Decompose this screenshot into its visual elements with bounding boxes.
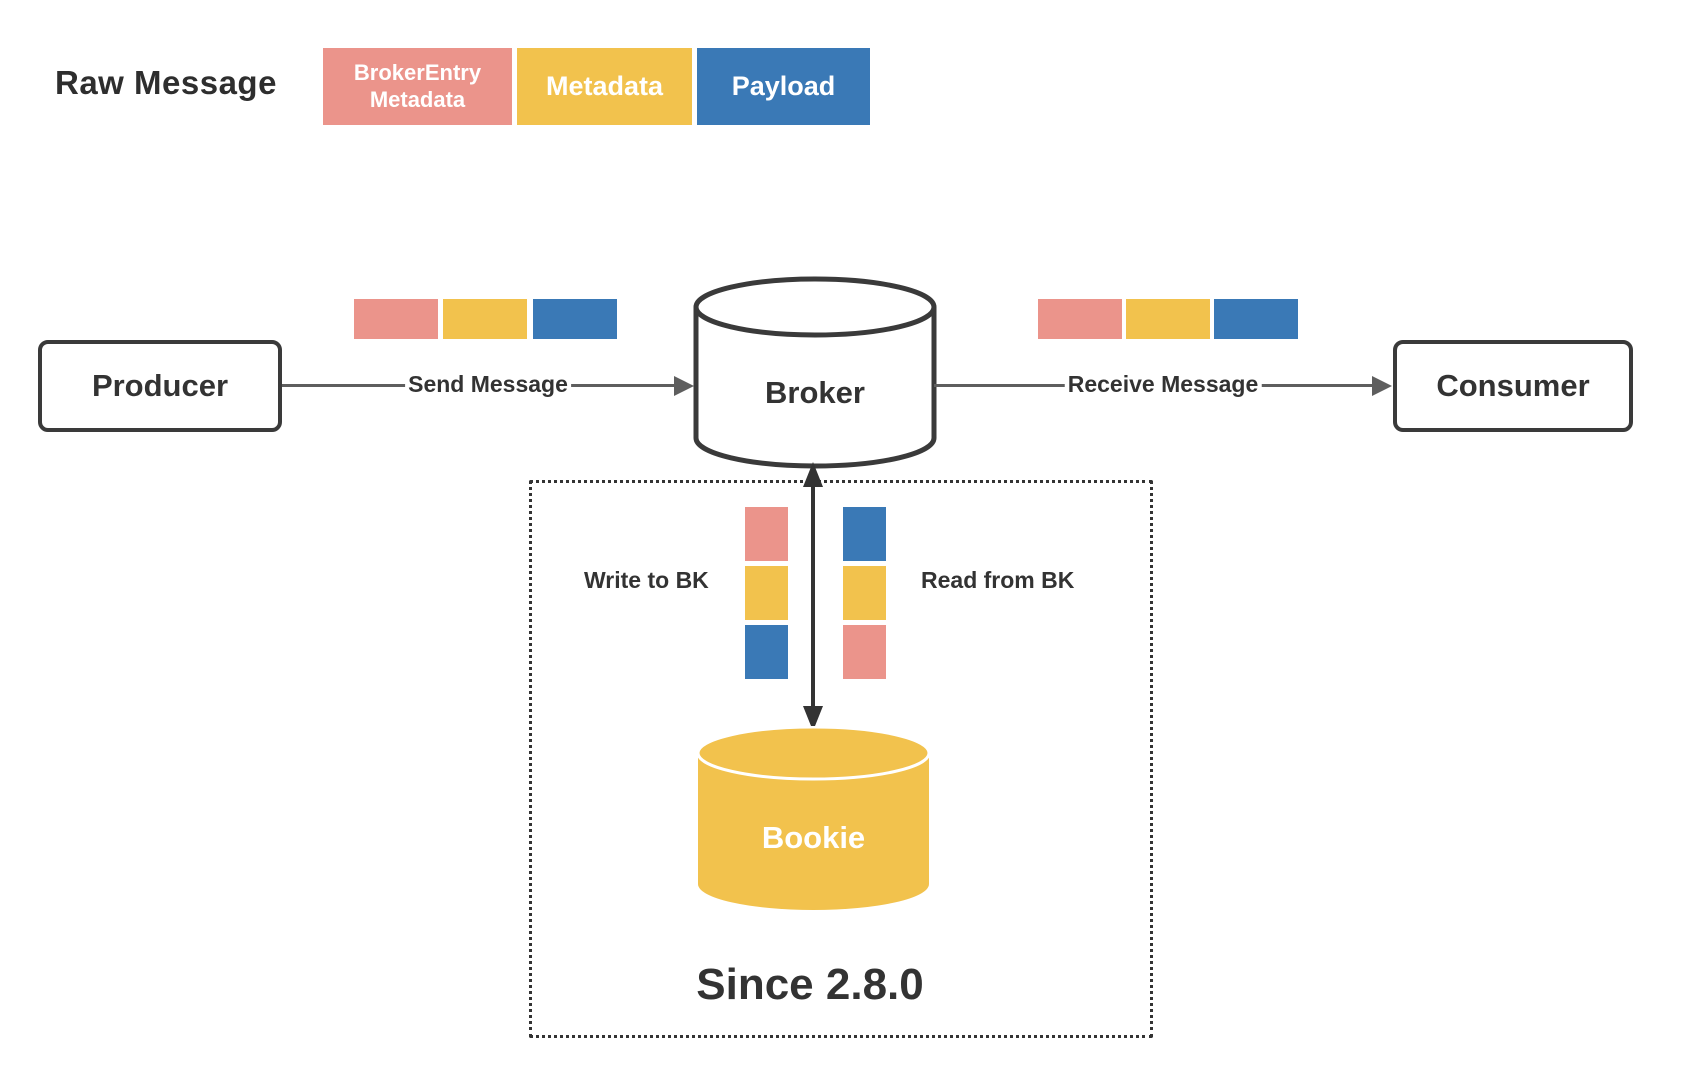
read-bar-metadata: [843, 566, 886, 620]
arrow-down-icon: [803, 706, 823, 731]
write-bar-metadata: [745, 566, 788, 620]
write-bar-payload: [745, 625, 788, 679]
arrow-up-icon: [803, 462, 823, 487]
legend-segment-metadata: Metadata: [517, 48, 692, 125]
bookkeeper-dotted-box: [529, 480, 1153, 1038]
bookie-label: Bookie: [762, 820, 865, 855]
receive-bar-metadata: [1126, 299, 1210, 339]
since-version-label: Since 2.8.0: [696, 960, 924, 1009]
receive-message-arrowhead-icon: [1372, 376, 1392, 396]
bookie-cylinder: Bookie: [697, 726, 930, 910]
consumer-label: Consumer: [1436, 368, 1590, 403]
send-message-arrowhead-icon: [674, 376, 694, 396]
raw-message-legend: BrokerEntry Metadata Metadata Payload: [323, 48, 870, 125]
send-bar-brokerentry-metadata: [354, 299, 438, 339]
send-bar-metadata: [443, 299, 527, 339]
broker-label: Broker: [765, 375, 865, 410]
producer-label: Producer: [91, 368, 229, 403]
receive-bar-payload: [1214, 299, 1298, 339]
consumer-node: Consumer: [1393, 340, 1633, 432]
write-to-bk-label: Write to BK: [584, 567, 709, 593]
send-message-label: Send Message: [405, 371, 571, 398]
read-bar-payload: [843, 507, 886, 561]
broker-bookie-arrow-line: [811, 484, 815, 710]
legend-segment-payload: Payload: [697, 48, 870, 125]
receive-message-label: Receive Message: [1064, 371, 1262, 398]
broker-cylinder: Broker: [693, 276, 937, 469]
receive-bar-brokerentry-metadata: [1038, 299, 1122, 339]
write-bar-brokerentry-metadata: [745, 507, 788, 561]
read-bar-brokerentry-metadata: [843, 625, 886, 679]
raw-message-label: Raw Message: [55, 64, 277, 101]
legend-segment-brokerentry-metadata: BrokerEntry Metadata: [323, 48, 512, 125]
producer-node: Producer: [38, 340, 282, 432]
read-from-bk-label: Read from BK: [921, 567, 1075, 593]
send-bar-payload: [533, 299, 617, 339]
